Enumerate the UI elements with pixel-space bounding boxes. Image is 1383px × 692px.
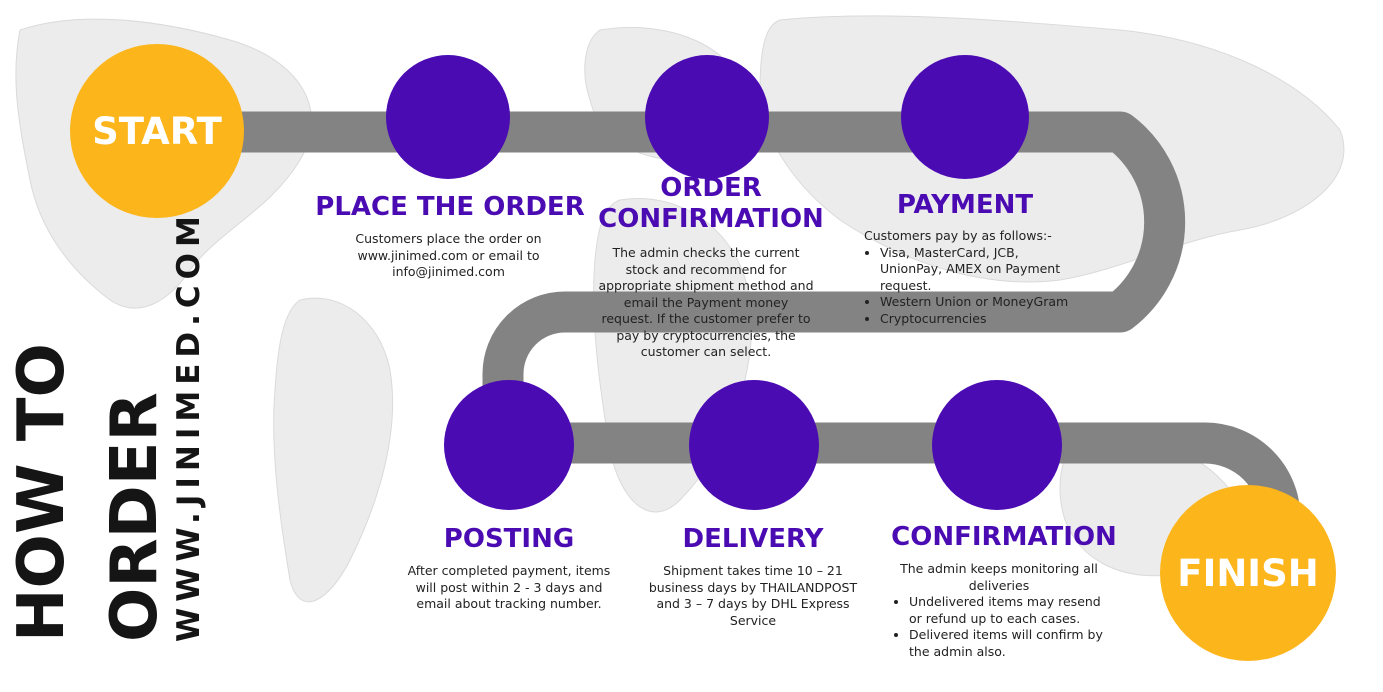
payment-method-item: Western Union or MoneyGram [880, 294, 1084, 311]
step-desc-posting: After completed payment, items will post… [407, 563, 611, 611]
side-title-order: ORDER [98, 392, 172, 642]
road-stroke [200, 111, 1301, 519]
step-title-line1: ORDER [660, 173, 762, 203]
step-circle-order-confirmation [645, 55, 769, 179]
step-desc-order-confirmation: The admin checks the current stock and r… [598, 245, 814, 359]
side-title-how-to: HOW TO [5, 343, 79, 642]
start-label: START [92, 109, 222, 153]
payment-method-item: Visa, MasterCard, JCB, UnionPay, AMEX on… [880, 245, 1084, 295]
confirmation-list: Undelivered items may resend or refund u… [893, 594, 1105, 660]
payment-method-item: Cryptocurrencies [880, 311, 1084, 328]
finish-circle: FINISH [1160, 485, 1336, 661]
finish-label: FINISH [1177, 551, 1319, 595]
step-desc-payment: Customers pay by as follows:- Visa, Mast… [864, 228, 1084, 327]
step-title-line2: CONFIRMATION [598, 204, 824, 234]
step-title-place-order: PLACE THE ORDER [315, 192, 585, 222]
payment-intro: Customers pay by as follows:- [864, 228, 1052, 243]
payment-methods-list: Visa, MasterCard, JCB, UnionPay, AMEX on… [864, 245, 1084, 328]
step-title-confirmation: CONFIRMATION [891, 522, 1117, 552]
confirmation-item: Delivered items will confirm by the admi… [909, 627, 1105, 660]
step-circle-posting [444, 380, 574, 510]
side-website-url: WWW.JINIMED.COM [171, 210, 207, 642]
step-circle-confirmation [932, 380, 1062, 510]
confirmation-item: Undelivered items may resend or refund u… [909, 594, 1105, 627]
confirmation-intro: The admin keeps monitoring all deliverie… [900, 561, 1098, 593]
step-desc-place-order: Customers place the order on www.jinimed… [355, 231, 542, 279]
step-title-payment: PAYMENT [896, 190, 1034, 220]
step-circle-place-order [386, 55, 510, 179]
step-desc-confirmation: The admin keeps monitoring all deliverie… [893, 561, 1105, 660]
start-circle: START [70, 44, 244, 218]
step-circle-payment [901, 55, 1029, 179]
step-desc-delivery: Shipment takes time 10 – 21 business day… [648, 563, 858, 628]
step-title-delivery: DELIVERY [682, 524, 824, 554]
step-circle-delivery [689, 380, 819, 510]
step-title-order-confirmation: ORDER CONFIRMATION [585, 173, 837, 235]
step-title-posting: POSTING [443, 524, 575, 554]
